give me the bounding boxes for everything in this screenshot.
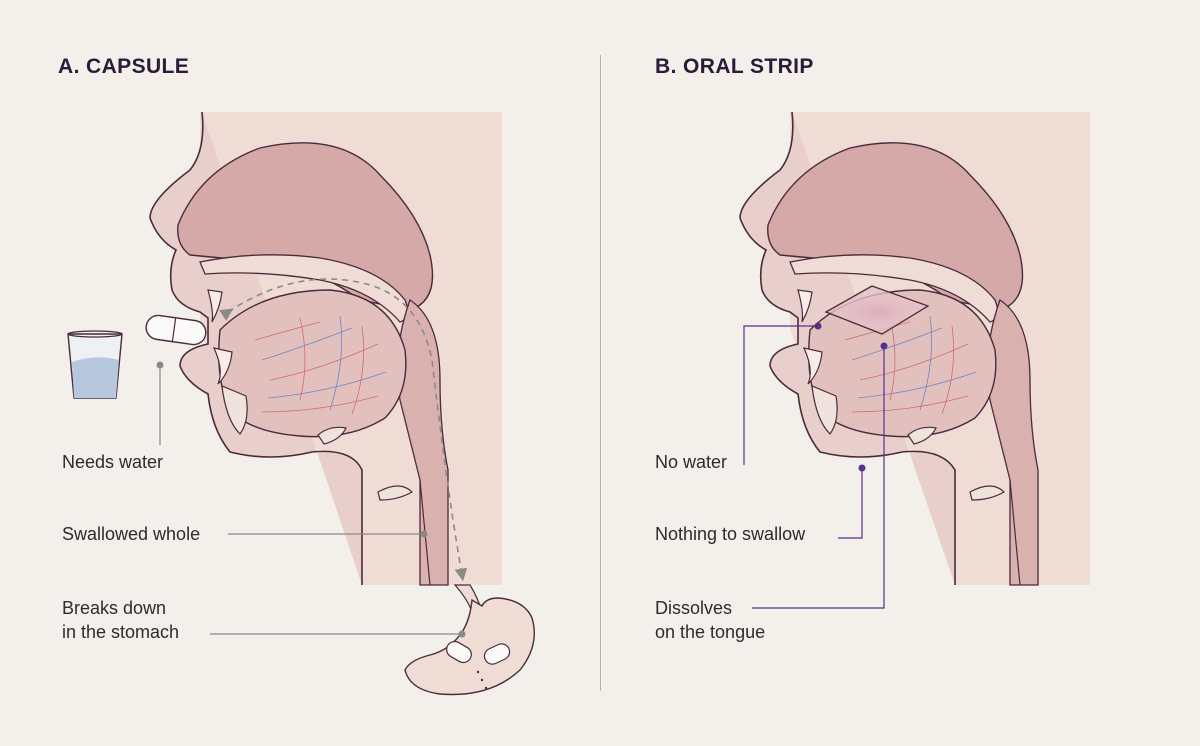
- strip-lower-teeth: [802, 347, 823, 385]
- strip-panel-title: B. ORAL STRIP: [655, 55, 814, 78]
- capsule-halves-stomach: [446, 640, 511, 690]
- strip-swallow-label: Nothing to swallow: [655, 524, 806, 544]
- capsule-swallow-path: [219, 278, 468, 582]
- strip-jaw: [811, 385, 838, 435]
- capsule-breaks-label-line2: in the stomach: [62, 622, 180, 642]
- strip-leader-lines: [743, 325, 885, 609]
- strip-water-dot: [814, 322, 822, 330]
- strip-nasal-cavity: [767, 142, 1024, 311]
- strip-larynx: [969, 485, 1005, 501]
- strip-tongue-veins: [844, 315, 977, 415]
- capsule-head-diagram: [67, 111, 535, 696]
- capsule-swallow-label: Swallowed whole: [62, 524, 201, 544]
- strip-dissolve-dot: [880, 342, 888, 350]
- strip-trachea: [1009, 479, 1021, 586]
- capsule-pill: [145, 314, 207, 346]
- panel-divider: [600, 55, 601, 691]
- capsule-nasal-cavity: [177, 142, 434, 311]
- water-glass-icon: [67, 330, 123, 399]
- capsule-panel-title: A. CAPSULE: [58, 55, 190, 78]
- capsule-water-dot: [156, 361, 164, 369]
- capsule-leader-lines: [159, 365, 462, 635]
- strip-head-diagram: [739, 111, 1090, 609]
- capsule-water-label: Needs water: [62, 452, 164, 472]
- capsule-stomach-dot: [458, 630, 466, 638]
- capsule-swallow-dot: [420, 530, 428, 538]
- capsule-breaks-label-line1: Breaks down: [62, 598, 167, 618]
- strip-water-label: No water: [655, 452, 728, 472]
- strip-swallow-dot: [858, 464, 866, 472]
- strip-upper-teeth: [797, 289, 813, 323]
- capsule-stomach: [404, 597, 535, 696]
- strip-hyoid: [907, 426, 937, 445]
- oral-strip: [824, 285, 930, 335]
- capsule-upper-teeth: [207, 289, 223, 323]
- strip-dissolves-label-line2: on the tongue: [655, 622, 766, 642]
- strip-dissolves-label-line1: Dissolves: [655, 598, 733, 618]
